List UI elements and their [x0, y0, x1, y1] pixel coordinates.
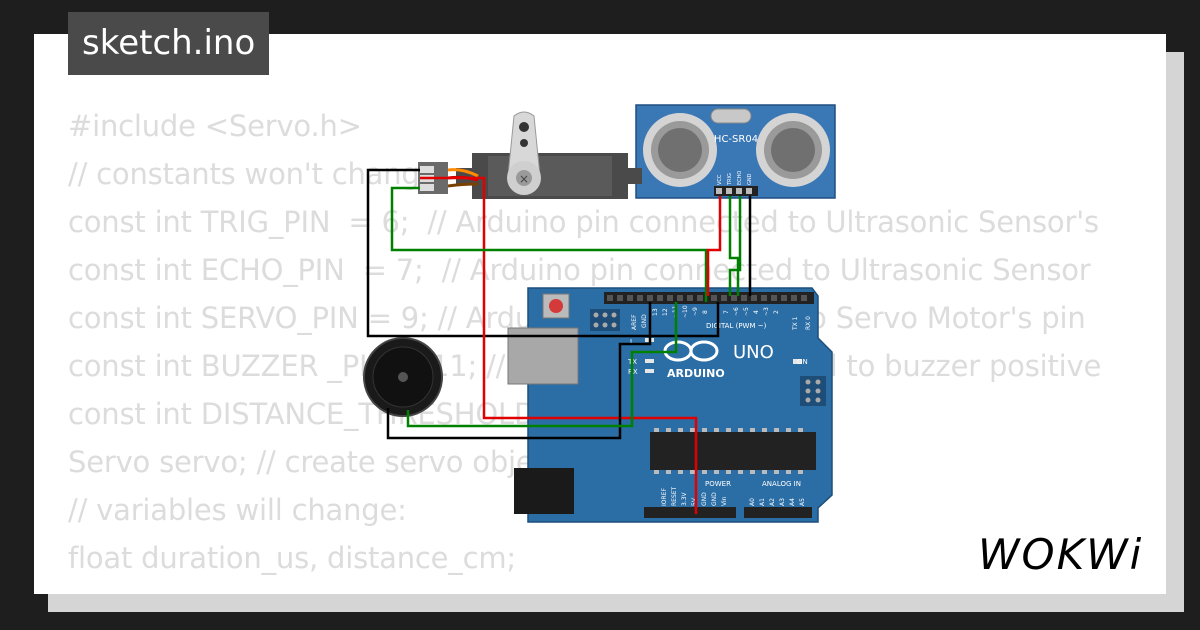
pin-label: RX 0 [805, 316, 812, 330]
usb-port [507, 327, 579, 385]
pin-label: 7 [723, 310, 730, 314]
led-l-label: L [630, 338, 634, 346]
pin-label: Vin [721, 496, 728, 506]
pin-label: A3 [779, 498, 786, 506]
arduino-uno-board[interactable]: AREF GND 13 12 ~11 ~10 ~9 8 7 ~6 ~5 4 ~3… [507, 287, 833, 523]
wokwi-logo-text: WOKWi [978, 530, 1143, 579]
code-line: #include <Servo.h> [68, 109, 362, 143]
sensor-pin-label: TRIG [727, 173, 733, 186]
pin-label: GND [641, 314, 648, 328]
reset-button[interactable] [549, 299, 563, 313]
pin-label: GND [711, 492, 718, 506]
pin-label: A1 [759, 498, 766, 506]
pin-label: TX 1 [792, 316, 799, 331]
power-header [644, 507, 736, 518]
sensor-pin-label: ECHO [737, 171, 743, 185]
board-name-label: UNO [733, 342, 774, 363]
power-header-label: POWER [705, 480, 731, 488]
sensor-pin-label: GND [747, 173, 753, 185]
digital-header-label: DIGITAL (PWM ~) [706, 322, 767, 330]
pin-label: ~9 [692, 307, 699, 316]
pin-label: 13 [652, 308, 659, 316]
pin-label: 4 [753, 310, 760, 314]
pin-label: ~10 [682, 305, 689, 318]
pin-label: 5V [691, 497, 698, 506]
pin-label: IOREF [661, 488, 668, 506]
on-led-label: ON [797, 358, 808, 366]
piezo-buzzer[interactable] [363, 337, 443, 417]
pin-label: 8 [702, 310, 709, 314]
analog-header [744, 507, 812, 518]
arduino-brand-label: ARDUINO [667, 367, 725, 380]
pin-label: ~5 [743, 307, 750, 316]
pin-label: 2 [773, 310, 780, 314]
sensor-model-label: HC-SR04 [714, 134, 758, 145]
code-line: // variables will change: [68, 493, 407, 527]
code-line: const int TRIG_PIN = 6; // Arduino pin c… [68, 205, 1099, 239]
microcontroller-chip [650, 432, 816, 470]
file-name-tag: sketch.ino [68, 12, 270, 75]
ultrasonic-sensor[interactable]: HC-SR04 VCC TRIG ECHO GND [635, 104, 836, 199]
pin-label: ~6 [733, 307, 740, 316]
code-line: void setup() { [68, 582, 1132, 592]
pin-label: A5 [799, 498, 806, 506]
code-line: float duration_us, distance_cm; [68, 541, 516, 575]
pin-label: A2 [769, 498, 776, 506]
pin-label: 3.3V [681, 491, 688, 506]
pin-label: AREF [631, 314, 638, 330]
pin-label: A4 [789, 498, 796, 506]
pin-label: A0 [749, 498, 756, 506]
wires [366, 168, 752, 514]
sensor-pin-label: VCC [717, 174, 723, 185]
analog-header-label: ANALOG IN [762, 480, 801, 488]
pin-label: 12 [662, 308, 669, 316]
code-line: const int ECHO_PIN = 7; // Arduino pin c… [68, 253, 1091, 287]
servo-motor[interactable]: × [418, 111, 642, 199]
pin-label: ~3 [763, 307, 770, 316]
power-jack [514, 468, 574, 514]
pin-label: RESET [671, 486, 678, 506]
wokwi-logo: WOKWi [978, 530, 1143, 579]
svg-text:×: × [519, 172, 529, 186]
pin-label: GND [701, 492, 708, 506]
